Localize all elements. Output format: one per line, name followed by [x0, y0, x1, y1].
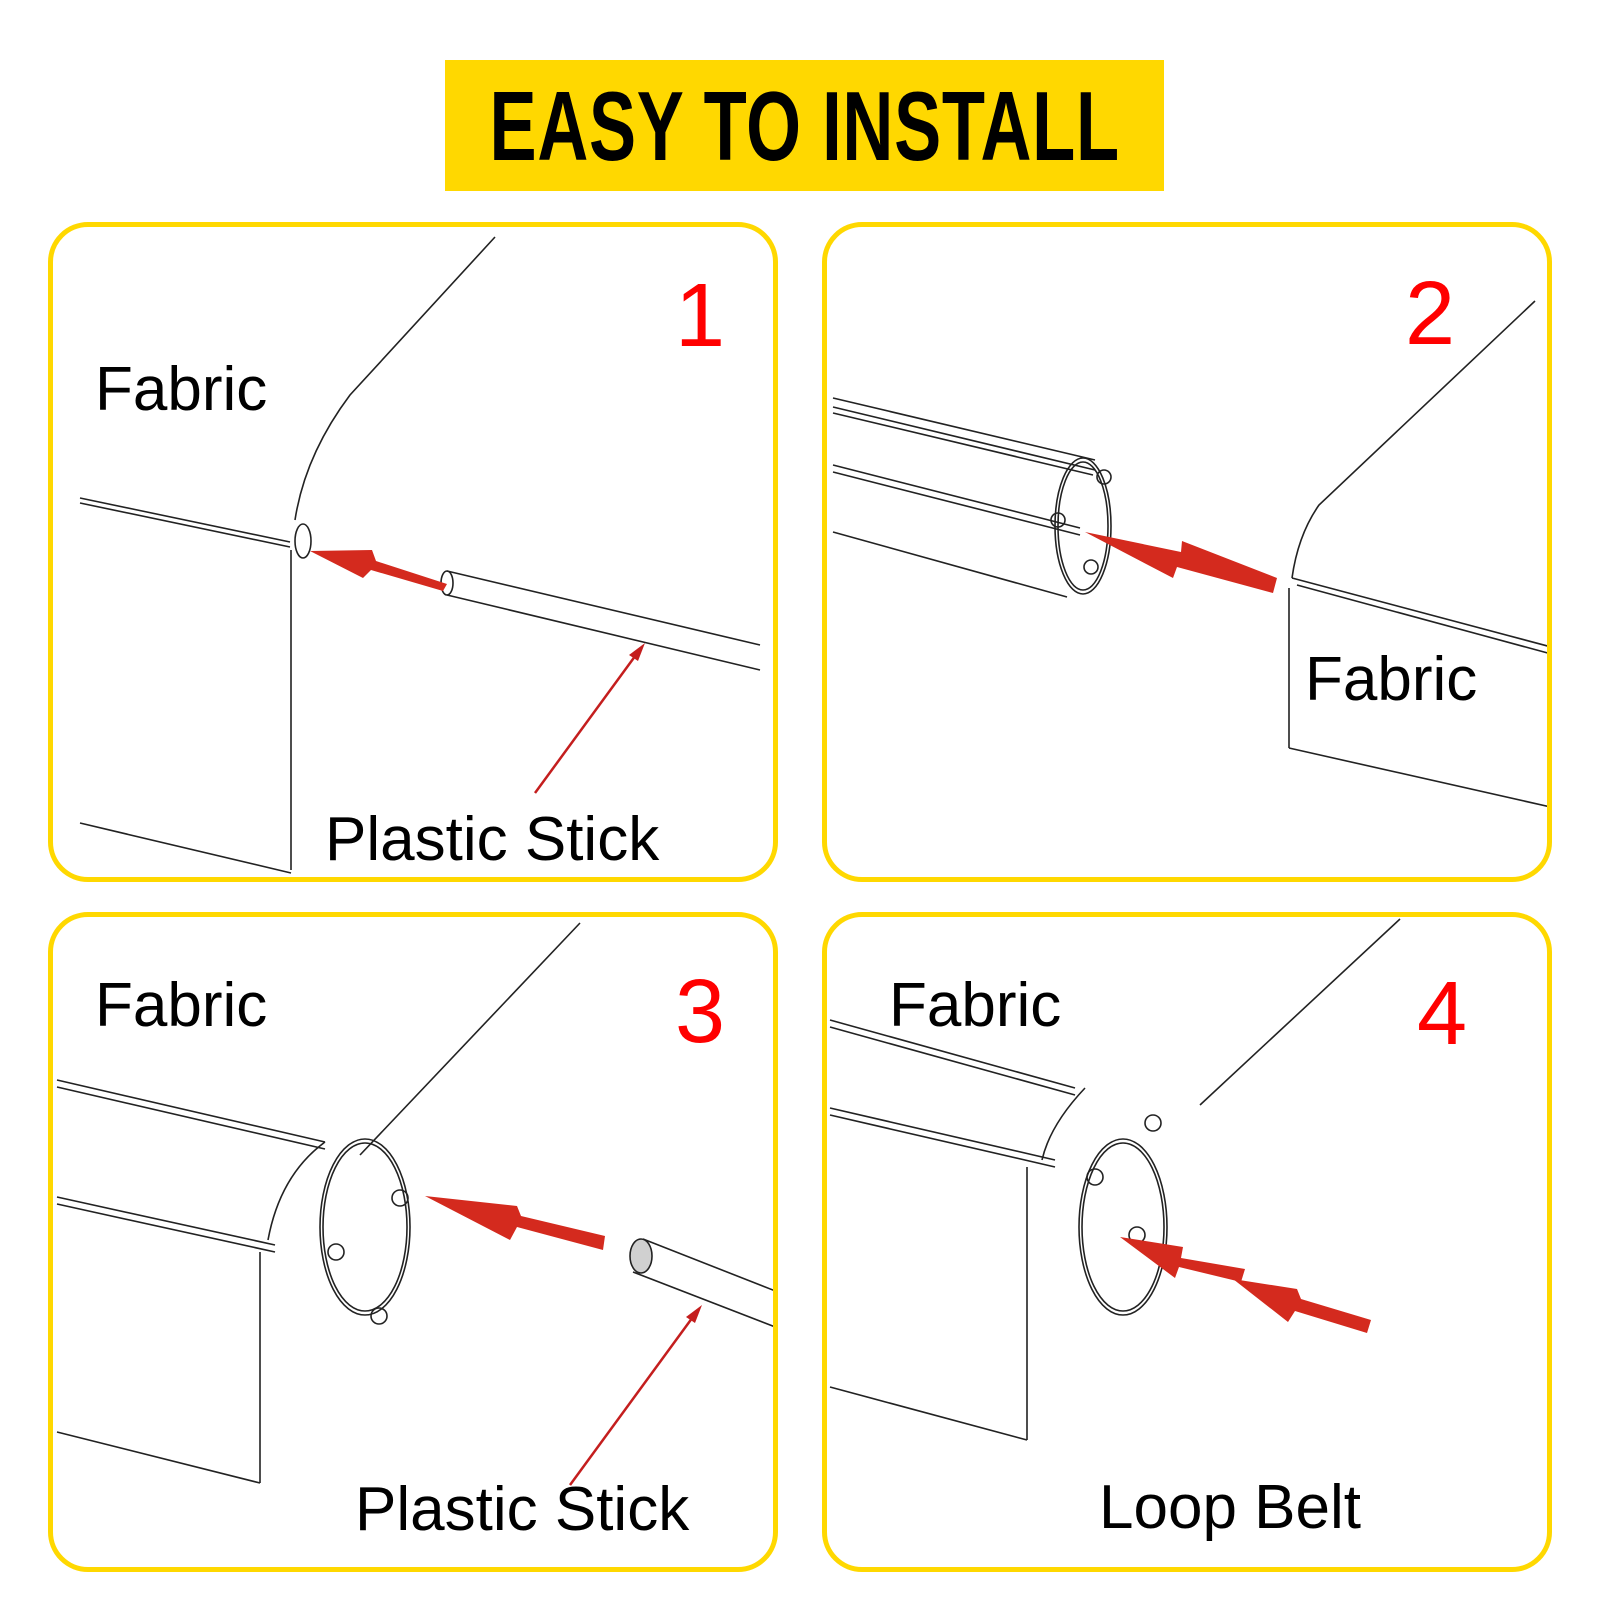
title-banner: EASY TO INSTALL: [445, 60, 1164, 191]
step-2-fabric-label: Fabric: [1305, 645, 1478, 714]
step-4-number: 4: [1417, 964, 1468, 1064]
step-2-number: 2: [1405, 264, 1456, 364]
plastic-stick-into-fabric-hem-diagram-icon: [79, 236, 761, 874]
step-4-panel: Fabric 4 Loop Belt: [822, 912, 1552, 1572]
step-1-part-label: Plastic Stick: [325, 805, 660, 874]
step-2-panel: 2 Fabric: [822, 222, 1552, 882]
step-1-number: 1: [675, 266, 726, 366]
step-4-part-label: Loop Belt: [1099, 1473, 1361, 1542]
step-3-number: 3: [675, 962, 726, 1062]
step-3-fabric-label: Fabric: [95, 971, 268, 1040]
step-1-fabric-label: Fabric: [95, 355, 268, 424]
step-3-panel: Fabric 3 Plastic Stick: [48, 912, 778, 1572]
step-1-panel: Fabric 1 Plastic Stick: [48, 222, 778, 882]
fabric-into-roller-tube-diagram-icon: [832, 300, 1547, 808]
step-3-part-label: Plastic Stick: [355, 1475, 690, 1544]
loop-belt-into-roller-tube-diagram-icon: [829, 918, 1401, 1441]
step-4-fabric-label: Fabric: [889, 971, 1062, 1040]
plastic-stick-into-roller-tube-diagram-icon: [56, 922, 773, 1486]
banner-title: EASY TO INSTALL: [489, 70, 1120, 181]
